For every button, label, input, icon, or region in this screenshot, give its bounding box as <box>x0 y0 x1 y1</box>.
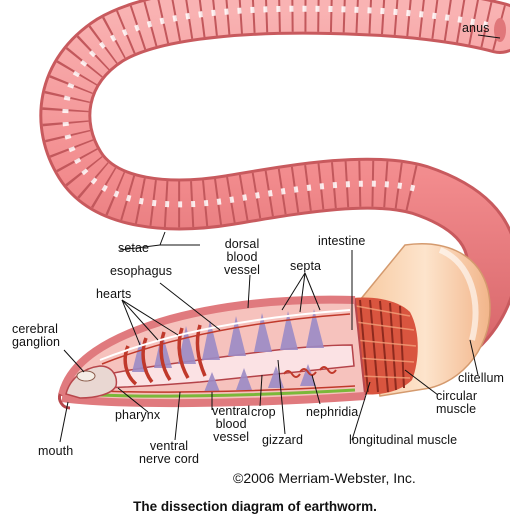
label-intestine: intestine <box>318 235 365 248</box>
label-nephridia: nephridia <box>306 406 358 419</box>
label-gizzard: gizzard <box>262 434 303 447</box>
label-setae: setae <box>118 242 149 255</box>
copyright-notice: ©2006 Merriam-Webster, Inc. <box>233 470 416 486</box>
figure-caption: The dissection diagram of earthworm. <box>0 499 510 514</box>
label-mouth: mouth <box>38 445 73 458</box>
label-longitudinal-muscle: longitudinal muscle <box>349 434 457 447</box>
worm-tail-tip <box>494 18 506 42</box>
label-dorsal-blood-vessel-line3: vessel <box>224 264 260 277</box>
label-cerebral-ganglion-line2: ganglion <box>12 336 60 349</box>
label-septa: septa <box>290 260 321 273</box>
label-crop: crop <box>251 406 276 419</box>
dissected-section <box>59 300 365 408</box>
label-circular-muscle: circular muscle <box>436 390 477 416</box>
label-cerebral-ganglion: cerebral ganglion <box>12 323 60 349</box>
label-anus: anus <box>462 22 490 35</box>
label-esophagus: esophagus <box>110 265 172 278</box>
label-circular-muscle-line2: muscle <box>436 403 477 416</box>
label-ventral-nerve-cord-line2: nerve cord <box>139 453 199 466</box>
label-pharynx: pharynx <box>115 409 160 422</box>
label-ventral-blood-vessel-line3: vessel <box>212 431 250 444</box>
cerebral-ganglion-shape <box>77 371 95 381</box>
label-clitellum: clitellum <box>458 372 504 385</box>
label-hearts: hearts <box>96 288 131 301</box>
label-ventral-nerve-cord: ventral nerve cord <box>139 440 199 466</box>
label-ventral-blood-vessel: ventral blood vessel <box>212 405 250 444</box>
label-dorsal-blood-vessel: dorsal blood vessel <box>224 238 260 277</box>
